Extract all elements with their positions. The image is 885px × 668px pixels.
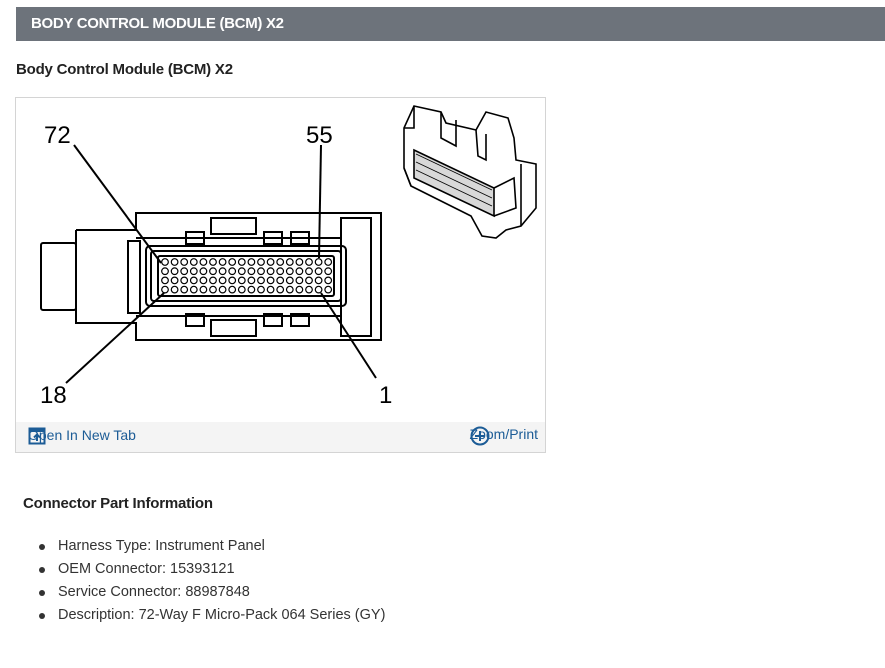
- pin-cavity: [218, 267, 227, 276]
- pin-cavity: [170, 276, 179, 285]
- zoom-print-link[interactable]: Zoom/Print: [470, 426, 538, 446]
- pin-cavity: [305, 267, 313, 276]
- pin-cavity: [285, 276, 294, 285]
- section-header: BODY CONTROL MODULE (BCM) X2: [16, 7, 885, 41]
- pin-cavity: [189, 258, 198, 266]
- pin-cavity: [247, 267, 256, 276]
- pin-cavity: [180, 258, 189, 266]
- pin-cavity: [247, 258, 256, 266]
- pin-cavity: [324, 285, 333, 294]
- pin-cavity: [180, 285, 189, 294]
- pin-cavity: [305, 276, 313, 285]
- pin-cavity: [305, 285, 313, 294]
- pin-cavity: [257, 267, 265, 276]
- pin-cavity: [266, 285, 275, 294]
- pin-cavity: [218, 276, 227, 285]
- pin-cavity: [237, 276, 246, 285]
- pin-cavity: [257, 276, 265, 285]
- pin-cavity: [276, 276, 285, 285]
- open-new-tab-icon: [28, 427, 46, 445]
- pin-cavity: [218, 285, 227, 294]
- pin-cavity: [228, 267, 237, 276]
- connector-info-title: Connector Part Information: [23, 495, 213, 512]
- pin-cavity: [180, 276, 189, 285]
- description: Description: 72-Way F Micro-Pack 064 Ser…: [58, 607, 386, 623]
- open-in-new-tab-link[interactable]: Open In New Tab: [28, 427, 136, 445]
- pin-cavity: [266, 276, 275, 285]
- pin-cavity: [295, 258, 304, 266]
- connector-diagram: 72 55 18 1: [40, 105, 537, 409]
- pin-cavity: [209, 276, 217, 285]
- pin-cavity: [314, 258, 323, 266]
- pin-cavity: [161, 267, 169, 276]
- list-item: Harness Type: Instrument Panel: [32, 535, 392, 558]
- pin-cavity: [324, 276, 333, 285]
- pin-cavity: [170, 285, 179, 294]
- pin-cavity: [285, 267, 294, 276]
- pin-cavity: [199, 276, 208, 285]
- list-item: Service Connector: 88987848: [32, 581, 392, 604]
- pin-label-1: 1: [379, 382, 392, 409]
- pin-cavity: [247, 276, 256, 285]
- oem-connector: OEM Connector: 15393121: [58, 561, 235, 577]
- open-in-new-tab-label: Open In New Tab: [28, 427, 136, 443]
- harness-type: Harness Type: Instrument Panel: [58, 538, 265, 554]
- pin-cavity: [295, 267, 304, 276]
- pin-cavity: [276, 258, 285, 266]
- pin-cavity: [295, 276, 304, 285]
- pin-cavity: [199, 258, 208, 266]
- pin-cavity: [247, 285, 256, 294]
- pin-cavity: [276, 285, 285, 294]
- pin-cavity: [161, 258, 169, 266]
- pin-cavity: [199, 267, 208, 276]
- pin-label-55: 55: [306, 122, 333, 149]
- pin-cavity: [285, 285, 294, 294]
- pin-cavity: [228, 285, 237, 294]
- pin-cavity: [324, 267, 333, 276]
- pin-cavity: [228, 276, 237, 285]
- list-item: Description: 72-Way F Micro-Pack 064 Ser…: [32, 604, 392, 627]
- pin-label-18: 18: [40, 382, 67, 409]
- pin-cavity: [209, 267, 217, 276]
- pin-cavity: [266, 267, 275, 276]
- connector-3d-view: [403, 105, 537, 239]
- section-header-title: BODY CONTROL MODULE (BCM) X2: [31, 15, 284, 32]
- pin-cavity: [161, 276, 169, 285]
- pin-cavity: [180, 267, 189, 276]
- pin-cavity: [257, 258, 265, 266]
- list-item: OEM Connector: 15393121: [32, 558, 392, 581]
- pin-cavity: [199, 285, 208, 294]
- pin-cavity: [170, 267, 179, 276]
- pin-cavity: [218, 258, 227, 266]
- pin-cavity: [170, 258, 179, 266]
- pin-cavity: [228, 258, 237, 266]
- pin-cavity: [209, 258, 217, 266]
- pin-cavity: [266, 258, 275, 266]
- pin-cavity: [237, 258, 246, 266]
- pin-label-72: 72: [44, 122, 71, 149]
- pin-cavity: [237, 267, 246, 276]
- figure-footer: Open In New Tab Zoom/Print: [16, 422, 545, 452]
- pin-cavity: [314, 267, 323, 276]
- pin-cavity: [161, 285, 169, 294]
- page-title: Body Control Module (BCM) X2: [16, 61, 233, 78]
- pin-cavity: [257, 285, 265, 294]
- pin-cavity: [189, 267, 198, 276]
- pin-cavity: [324, 258, 333, 266]
- pin-cavity: [237, 285, 246, 294]
- service-connector: Service Connector: 88987848: [58, 584, 250, 600]
- pin-cavity: [314, 285, 323, 294]
- pin-cavity: [189, 285, 198, 294]
- pin-cavity: [209, 285, 217, 294]
- connector-figure: 72 55 18 1 Open In New Tab: [15, 97, 546, 453]
- zoom-plus-icon: [470, 426, 490, 446]
- pin-cavity: [314, 276, 323, 285]
- pin-cavity: [305, 258, 313, 266]
- pin-cavity: [189, 276, 198, 285]
- pin-cavity: [276, 267, 285, 276]
- pin-cavity: [295, 285, 304, 294]
- connector-info-list: Harness Type: Instrument Panel OEM Conne…: [32, 535, 392, 627]
- pin-cavity: [285, 258, 294, 266]
